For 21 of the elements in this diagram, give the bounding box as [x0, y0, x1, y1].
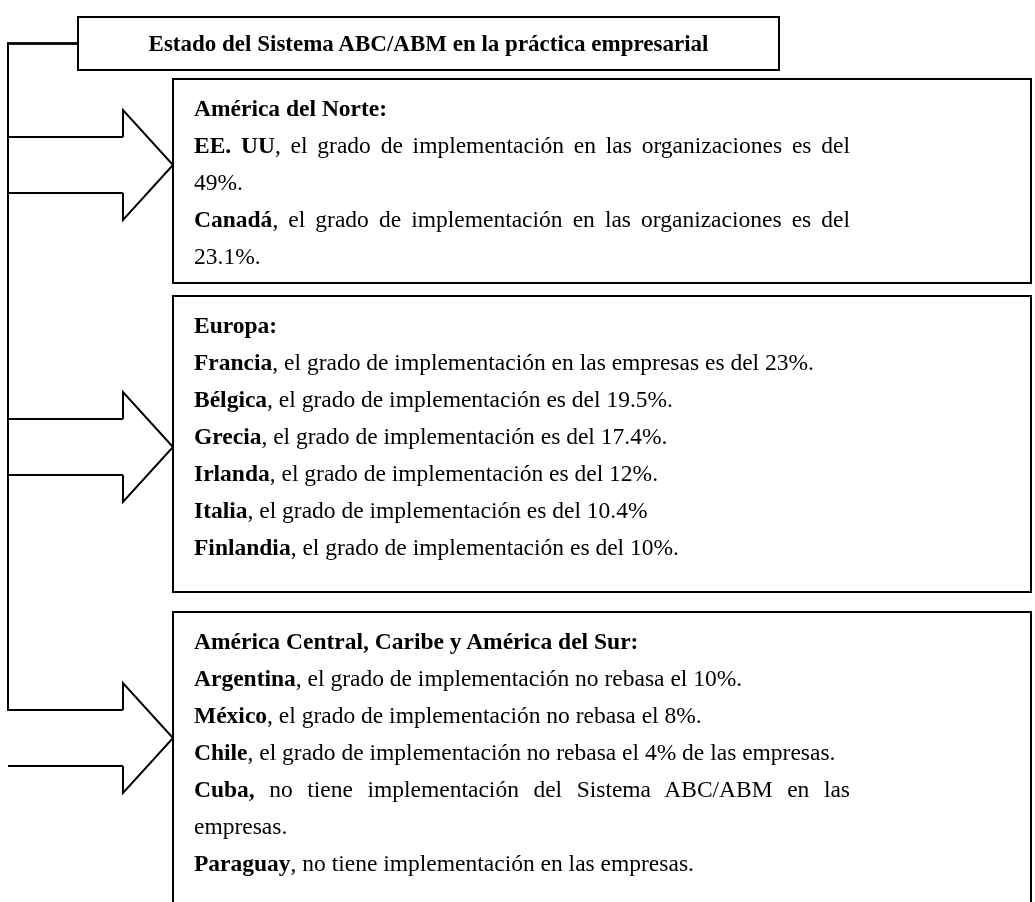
- region-box: [172, 611, 1032, 902]
- country-entry: Paraguay, no tiene implementación en las empresas.: [194, 849, 695, 878]
- country-entry: Chile, el grado de implementación no rebasa el 4% de las empresas.: [194, 738, 837, 767]
- country-entry: EE. UU, el grado de implementación en las organizaciones es del 49%.: [194, 131, 850, 197]
- country-entry: Italia, el grado de implementación es del 10.4%: [194, 496, 649, 525]
- title-box: [77, 16, 780, 71]
- country-entry: Bélgica, el grado de implementación es del 19.5%.: [194, 385, 674, 414]
- country-entry: Argentina, el grado de implementación no rebasa el 10%.: [194, 664, 744, 693]
- country-entry: Grecia, el grado de implementación es del 17.4%.: [194, 422, 669, 451]
- country-entry: Irlanda, el grado de implementación es del 12%.: [194, 459, 660, 488]
- country-entry: México, el grado de implementación no rebasa el 8%.: [194, 701, 703, 730]
- region-heading: Europa:: [194, 311, 279, 340]
- country-entry: Francia, el grado de implementación en las empresas es del 23%.: [194, 348, 815, 377]
- region-box: [172, 295, 1032, 593]
- country-entry: Finlandia, el grado de implementación es del 10%.: [194, 533, 680, 562]
- region-heading: América del Norte:: [194, 94, 389, 123]
- country-entry: Canadá, el grado de implementación en las organizaciones es del 23.1%.: [194, 205, 850, 271]
- region-box: [172, 78, 1032, 284]
- title-text: Estado del Sistema ABC/ABM en la práctica empresarial: [148, 30, 709, 57]
- country-entry: Cuba, no tiene implementación del Sistema ABC/ABM en las empresas.: [194, 775, 850, 841]
- region-heading: América Central, Caribe y América del Sur:: [194, 627, 640, 656]
